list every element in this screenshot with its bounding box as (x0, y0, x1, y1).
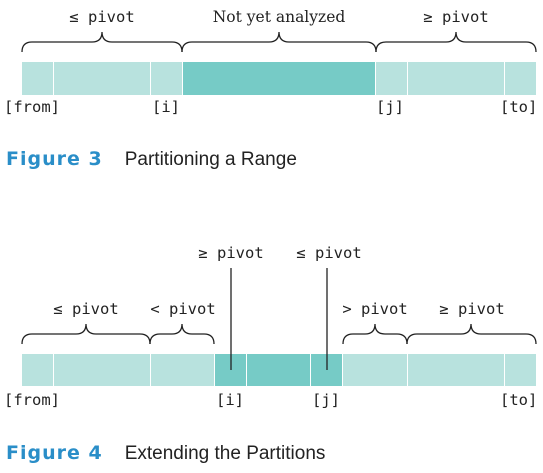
f3-index-from: [from] (4, 98, 60, 116)
f3-index-i: [i] (152, 98, 180, 116)
f4-cell-unanalyzed (247, 354, 310, 386)
figure3-braces (21, 31, 537, 53)
caption-number: Figure 4 (6, 442, 103, 464)
caption-title: Extending the Partitions (124, 443, 326, 464)
brace-le (21, 323, 151, 345)
brace-left (21, 31, 183, 53)
f4-gt-pivot-label: > pivot (342, 300, 408, 318)
f3-index-j: [j] (376, 98, 404, 116)
f4-ge-pivot-top-label: ≥ pivot (198, 244, 264, 262)
brace-ge (406, 323, 537, 345)
f4-cell (343, 354, 407, 386)
f4-index-j: [j] (312, 391, 340, 409)
f4-index-from: [from] (4, 391, 60, 409)
brace-gt (342, 323, 408, 345)
f4-index-to: [to] (500, 391, 538, 409)
f3-ge-pivot-label: ≥ pivot (423, 8, 489, 26)
f3-cell-unanalyzed (183, 62, 375, 95)
f4-lt-pivot-label: < pivot (150, 300, 216, 318)
brace-right (375, 31, 537, 53)
f4-cell (408, 354, 504, 386)
f3-cell (54, 62, 150, 95)
f4-cell (505, 354, 536, 386)
f4-le-pivot-label: ≤ pivot (53, 300, 119, 318)
f3-cell (151, 62, 182, 95)
figure3-caption: Figure 3 Partitioning a Range (6, 148, 297, 171)
figure3-array (22, 62, 536, 95)
figure4-array (22, 354, 536, 386)
f3-cell (408, 62, 504, 95)
f3-cell (22, 62, 53, 95)
caption-title: Partitioning a Range (124, 149, 297, 170)
f4-cell (22, 354, 53, 386)
f3-index-to: [to] (500, 98, 538, 116)
figure4-caption: Figure 4 Extending the Partitions (6, 442, 325, 465)
f4-cell (54, 354, 150, 386)
brace-lt (149, 323, 215, 345)
f3-le-pivot-label: ≤ pivot (69, 8, 135, 26)
f4-le-pivot-top-label: ≤ pivot (296, 244, 362, 262)
f3-not-analyzed-label: Not yet analyzed (212, 8, 346, 26)
f4-ge-pivot-label: ≥ pivot (439, 300, 505, 318)
f4-index-i: [i] (216, 391, 244, 409)
f3-cell (376, 62, 407, 95)
brace-middle (181, 31, 377, 53)
f3-cell (505, 62, 536, 95)
figure4-braces (21, 268, 537, 370)
f4-cell (151, 354, 214, 386)
caption-number: Figure 3 (6, 148, 103, 170)
